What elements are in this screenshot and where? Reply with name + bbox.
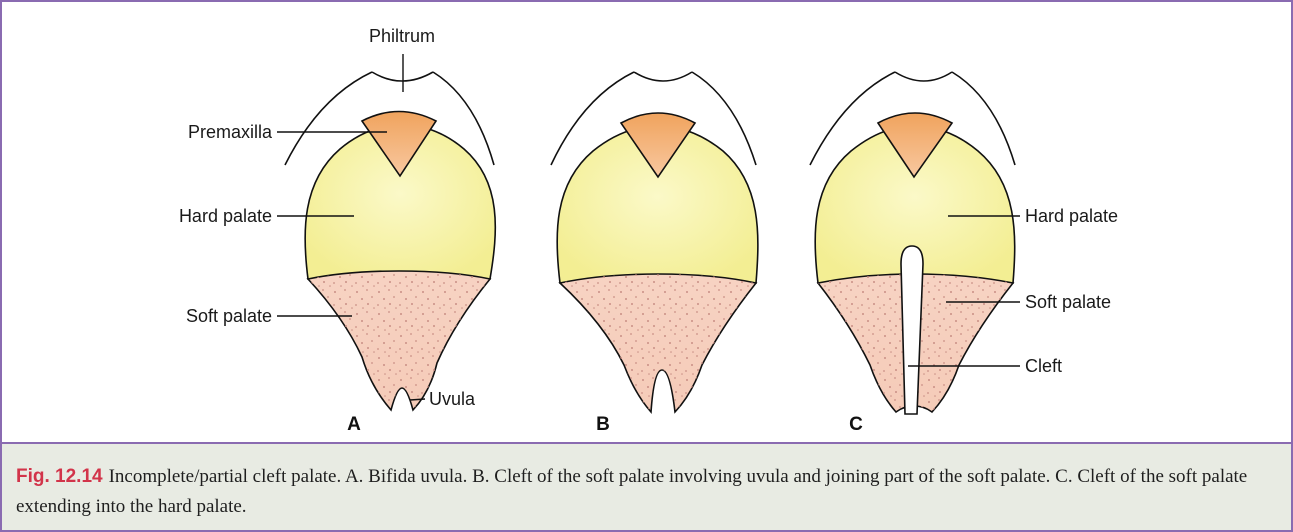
diagram-canvas: Philtrum Premaxilla Hard palate Soft pal… (2, 2, 1291, 442)
panel-label-b: B (596, 414, 610, 435)
label-cleft: Cleft (1025, 356, 1062, 376)
label-premaxilla: Premaxilla (188, 122, 273, 142)
panel-a-palate (277, 54, 495, 410)
panel-b-palate (551, 72, 758, 412)
label-hard-palate-right: Hard palate (1025, 206, 1118, 226)
palate-diagram: Philtrum Premaxilla Hard palate Soft pal… (2, 2, 1291, 442)
label-uvula: Uvula (429, 389, 476, 409)
label-philtrum: Philtrum (369, 26, 435, 46)
label-hard-palate-left: Hard palate (179, 206, 272, 226)
label-soft-palate-right: Soft palate (1025, 292, 1111, 312)
label-soft-palate-left: Soft palate (186, 306, 272, 326)
figure-number: Fig. 12.14 (16, 466, 103, 487)
caption-text: Incomplete/partial cleft palate. A. Bifi… (16, 466, 1247, 517)
panel-label-c: C (849, 414, 863, 435)
panel-label-a: A (347, 414, 361, 435)
panel-c-palate (810, 72, 1020, 414)
